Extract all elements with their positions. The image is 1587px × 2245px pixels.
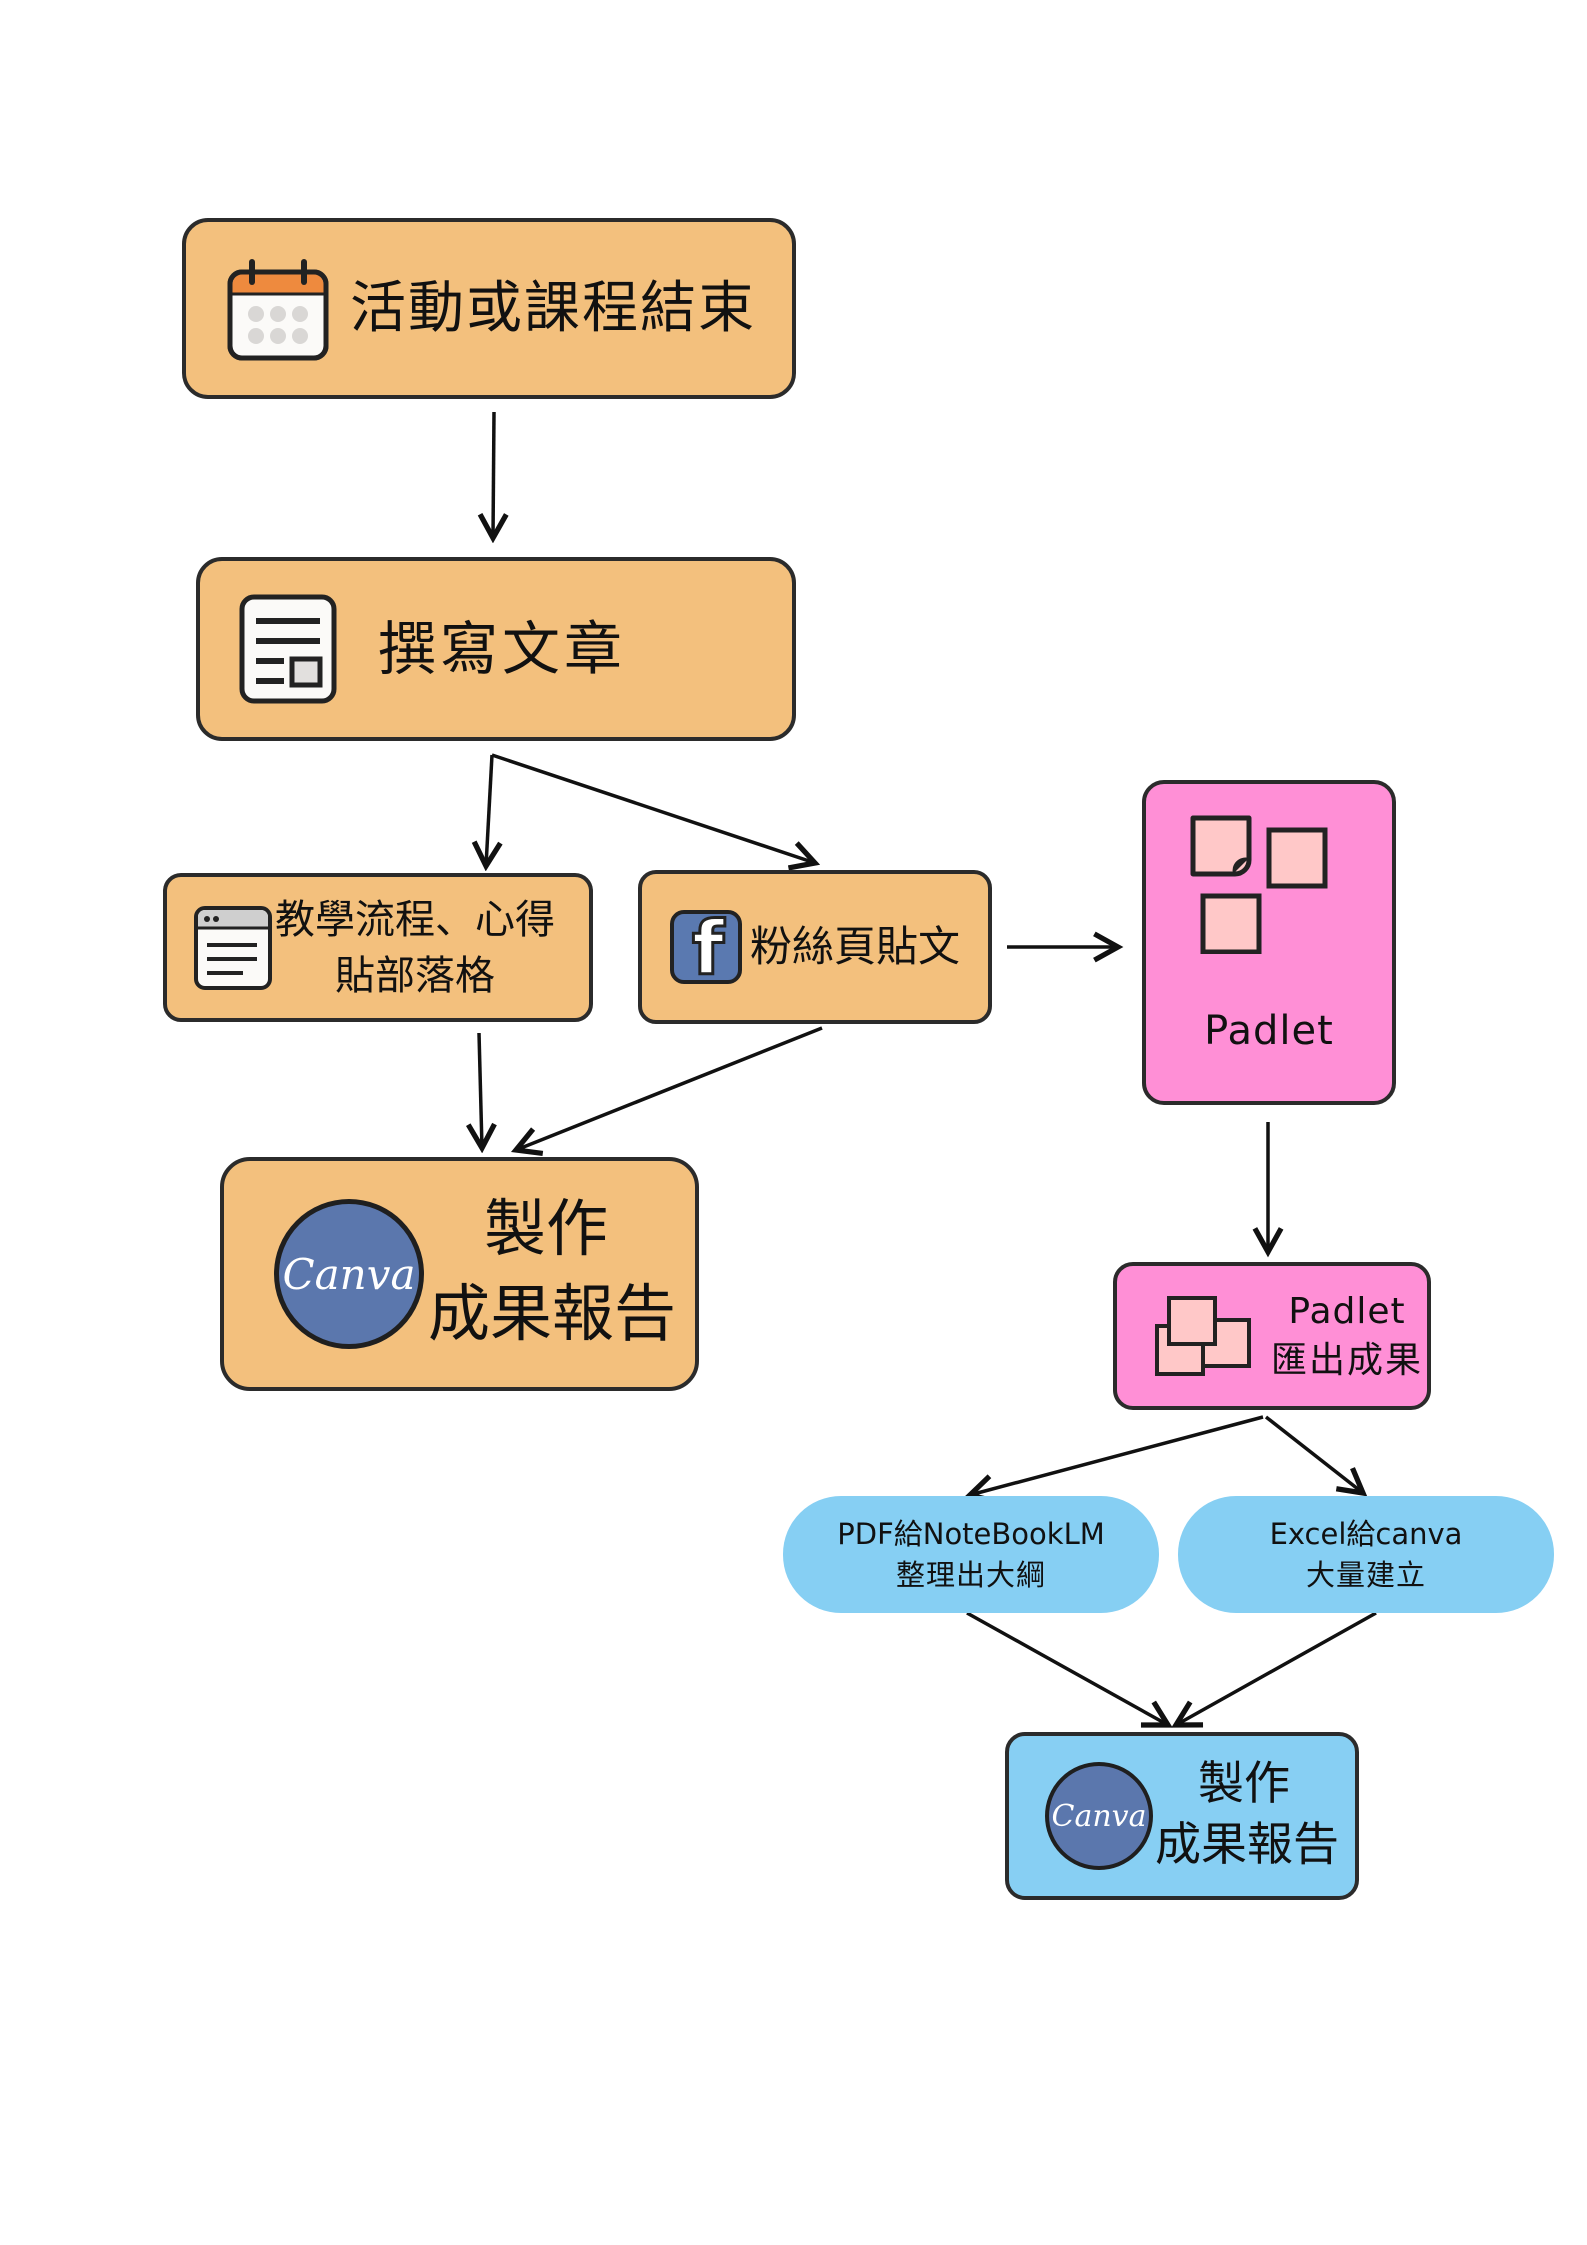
node-label-line2: 大量建立 (1305, 1557, 1426, 1592)
node-label: 活動或課程結束 (350, 275, 756, 341)
arrow-export-to-pdf (970, 1415, 1264, 1495)
stacked-notes-icon (1155, 1296, 1251, 1376)
node-label: 粉絲頁貼文 (750, 921, 961, 971)
facebook-icon: f (670, 910, 742, 984)
node-label-line2: 成果報告 (428, 1277, 677, 1350)
node-activity-end: 活動或課程結束 (182, 218, 796, 399)
node-excel-canva: Excel給canva 大量建立 (1178, 1496, 1554, 1613)
canva-logo-icon: Canva (1045, 1762, 1153, 1870)
node-label-line1: Excel給canva (1269, 1517, 1463, 1552)
arrow-export-to-excel (1264, 1415, 1363, 1493)
arrow-pdf-to-canva2 (966, 1611, 1168, 1725)
node-fanpage-post: f 粉絲頁貼文 (638, 870, 992, 1024)
arrow-write-to-blog (486, 754, 492, 866)
node-label: 撰寫文章 (378, 614, 627, 683)
sticky-notes-icon (1190, 815, 1328, 954)
canva-logo-icon: Canva (274, 1199, 424, 1349)
node-label-line1: Padlet (1288, 1291, 1406, 1332)
node-label-line1: 教學流程、心得 (275, 896, 555, 943)
arrow-write-to-fanpage (491, 753, 815, 863)
arrow-excel-to-canva2 (1176, 1611, 1377, 1725)
document-icon (239, 594, 337, 704)
node-label-line2: 成果報告 (1155, 1817, 1339, 1871)
node-padlet: Padlet (1142, 780, 1396, 1105)
node-label-line2: 整理出大綱 (895, 1557, 1046, 1592)
node-label: Padlet (1204, 1008, 1334, 1054)
node-label-line2: 貼部落格 (335, 952, 495, 999)
browser-window-icon (194, 905, 272, 990)
node-canva-report-2: Canva 製作 成果報告 (1005, 1732, 1359, 1900)
node-write-article: 撰寫文章 (196, 557, 796, 741)
node-pdf-notebooklm: PDF給NoteBookLM 整理出大綱 (783, 1496, 1159, 1613)
arrow-fanpage-to-canva1 (516, 1026, 823, 1150)
calendar-icon (227, 258, 329, 360)
node-blog-post: 教學流程、心得 貼部落格 (163, 873, 593, 1022)
node-padlet-export: Padlet 匯出成果 (1113, 1262, 1431, 1410)
node-canva-report-1: Canva 製作 成果報告 (220, 1157, 699, 1391)
node-label-line1: 製作 (1198, 1755, 1290, 1810)
arrow-activity-to-write (493, 411, 494, 538)
node-label-line1: PDF給NoteBookLM (837, 1517, 1105, 1552)
node-label-line2: 匯出成果 (1271, 1340, 1424, 1381)
node-label-line1: 製作 (484, 1191, 609, 1265)
arrow-blog-to-canva1 (479, 1032, 482, 1148)
